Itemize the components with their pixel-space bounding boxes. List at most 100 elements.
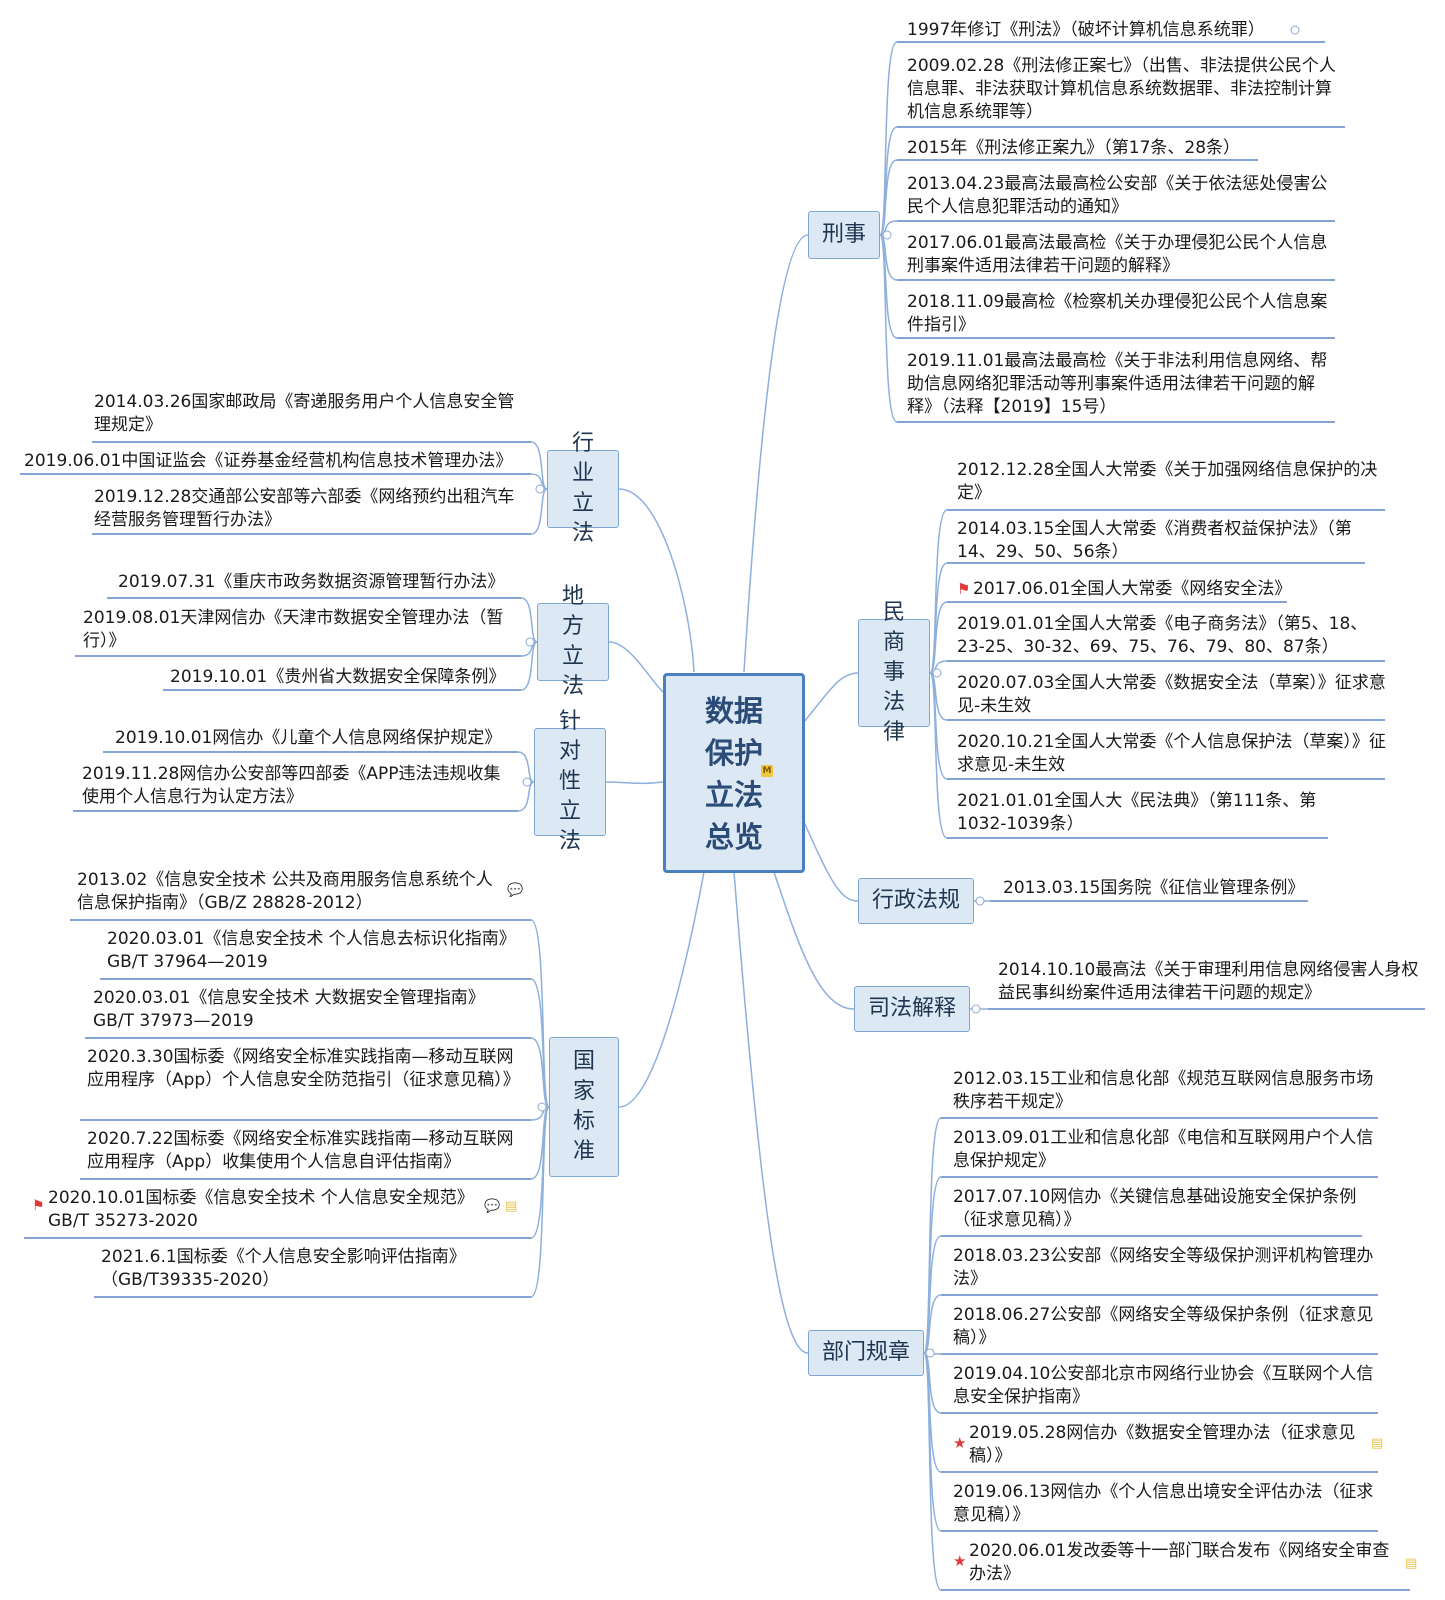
leaf-topic[interactable]: 2019.01.01全国人大常委《电子商务法》（第5、18、23-25、30-3… [957,613,1387,659]
flag-icon: ⚑ [32,1198,45,1214]
leaf-topic[interactable]: ★ 2020.06.01发改委等十一部门联合发布《网络安全审查办法》 ▤ [953,1540,1417,1586]
leaf-topic[interactable]: 2014.10.10最高法《关于审理利用信息网络侵害人身权益民事纠纷案件适用法律… [998,959,1433,1005]
leaf-topic[interactable]: 2019.07.31《重庆市政务数据资源管理暂行办法》 [118,571,504,594]
branch-zhendui[interactable]: 针对性立法 [534,709,606,854]
leaf-topic[interactable]: ⚑ 2017.06.01全国人大常委《网络安全法》 [957,578,1291,601]
leaf-topic[interactable]: 2020.07.03全国人大常委《数据安全法（草案）》征求意见-未生效 [957,672,1387,718]
leaf-topic[interactable]: 2014.03.26国家邮政局《寄递服务用户个人信息安全管理规定》 [94,391,519,437]
leaf-topic[interactable]: 2019.08.01天津网信办《天津市数据安全管理办法（暂行）》 [83,607,508,653]
leaf-topic[interactable]: 2015年《刑法修正案九》（第17条、28条） [907,137,1240,160]
leaf-topic[interactable]: 2021.01.01全国人大《民法典》（第111条、第1032-1039条） [957,790,1347,836]
connector-minshang [803,672,859,723]
leaf-topic[interactable]: 2020.7.22国标委《网络安全标准实践指南—移动互联网应用程序（App）收集… [87,1128,517,1174]
collapse-toggle[interactable] [537,1102,547,1112]
connector-leaf [520,641,538,691]
connector-leaf [879,234,898,423]
leaf-text: 2021.6.1国标委《个人信息安全影响评估指南》（GB/T39335-2020… [101,1247,466,1290]
leaf-topic[interactable]: 2019.10.01《贵州省大数据安全保障条例》 [170,666,505,689]
leaf-topic[interactable]: 2012.03.15工业和信息化部《规范互联网信息服务市场秩序若干规定》 [953,1068,1383,1114]
collapse-toggle[interactable] [882,230,892,240]
leaf-topic[interactable]: 2017.06.01最高法最高检《关于办理侵犯公民个人信息刑事案件适用法律若干问… [907,232,1332,278]
leaf-topic[interactable]: 2018.06.27公安部《网络安全等级保护条例（征求意见稿）》 [953,1304,1383,1350]
leaf-topic[interactable]: 2020.03.01《信息安全技术 个人信息去标识化指南》GB/T 37964—… [107,928,527,974]
note-icon: ▤ [505,1199,518,1214]
connector-leaf [879,220,898,236]
branch-label: 司法解释 [867,996,956,1021]
leaf-text: 2019.01.01全国人大常委《电子商务法》（第5、18、23-25、30-3… [957,614,1368,657]
leaf-topic[interactable]: 2020.3.30国标委《网络安全标准实践指南—移动互联网应用程序（App）个人… [87,1046,520,1092]
leaf-topic[interactable]: ⚑ 2020.10.01国标委《信息安全技术 个人信息安全规范》GB/T 352… [32,1187,517,1233]
leaf-text: 2019.05.28网信办《数据安全管理办法（征求意见稿）》 [969,1423,1356,1466]
leaf-topic[interactable]: ★ 2019.05.28网信办《数据安全管理办法（征求意见稿）》 ▤ [953,1422,1383,1468]
collapse-toggle[interactable] [971,1004,981,1014]
branch-hangye[interactable]: 行业立法 [547,431,619,546]
leaf-text: 2013.04.23最高法最高检公安部《关于依法惩处侵害公民个人信息犯罪活动的通… [907,174,1328,217]
leaf-text: 2019.08.01天津网信办《天津市数据安全管理办法（暂行）》 [83,608,504,651]
leaf-topic[interactable]: 2019.11.28网信办公安部等四部委《APP违法违规收集使用个人信息行为认定… [82,763,512,809]
leaf-topic[interactable]: 2018.03.23公安部《网络安全等级保护测评机构管理办法》 [953,1245,1383,1291]
branch-minshang[interactable]: 民商事法律 [858,600,930,745]
leaf-text: 2019.07.31《重庆市政务数据资源管理暂行办法》 [118,572,505,592]
branch-xingshi[interactable]: 刑事 [808,211,880,259]
leaf-text: 2019.10.01《贵州省大数据安全保障条例》 [170,667,506,687]
connector-leaf [923,1352,942,1591]
leaf-topic[interactable]: 2013.03.15国务院《征信业管理条例》 [1003,877,1304,900]
branch-bumen[interactable]: 部门规章 [808,1330,924,1376]
leaf-topic[interactable]: 1997年修订《刑法》（破坏计算机信息系统罪） [907,19,1265,42]
leaf-topic[interactable]: 2019.10.01网信办《儿童个人信息网络保护规定》 [115,727,501,750]
branch-label: 行政法规 [871,888,960,913]
leaf-topic[interactable]: 2019.04.10公安部北京市网络行业协会《互联网个人信息安全保护指南》 [953,1363,1383,1409]
collapse-toggle[interactable] [1290,25,1300,35]
leaf-text: 2012.03.15工业和信息化部《规范互联网信息服务市场秩序若干规定》 [953,1069,1374,1112]
leaf-text: 2020.06.01发改委等十一部门联合发布《网络安全审查办法》 [969,1541,1390,1584]
branch-difang[interactable]: 地方立法 [537,584,609,699]
leaf-topic[interactable]: 2013.09.01工业和信息化部《电信和互联网用户个人信息保护规定》 [953,1127,1383,1173]
leaf-topic[interactable]: 2013.04.23最高法最高检公安部《关于依法惩处侵害公民个人信息犯罪活动的通… [907,173,1332,219]
collapse-toggle[interactable] [932,668,942,678]
leaf-topic[interactable]: 2018.11.09最高检《检察机关办理侵犯公民个人信息案件指引》 [907,291,1332,337]
connector-leaf [929,601,948,674]
collapse-toggle[interactable] [522,777,532,787]
collapse-toggle[interactable] [535,484,545,494]
leaf-topic[interactable]: 2012.12.28全国人大常委《关于加强网络信息保护的决定》 [957,459,1387,505]
leaf-topic[interactable]: 2014.03.15全国人大常委《消费者权益保护法》（第14、29、50、56条… [957,518,1372,564]
leaf-text: 2019.11.28网信办公安部等四部委《APP违法违规收集使用个人信息行为认定… [82,764,501,807]
connector-leaf [517,751,535,783]
branch-guojia[interactable]: 国家标准 [549,1037,619,1177]
leaf-topic[interactable]: 2009.02.28《刑法修正案七》（出售、非法提供公民个人信息罪、非法获取计算… [907,55,1347,124]
leaf-text: 2020.03.01《信息安全技术 个人信息去标识化指南》GB/T 37964—… [107,929,516,972]
central-topic-line: 数据 [704,694,763,728]
branch-label: 国家标准 [572,1049,595,1164]
connector-hangye [618,488,695,673]
branch-xingzheng[interactable]: 行政法规 [858,878,974,924]
collapse-toggle[interactable] [925,1348,935,1358]
connector-leaf [879,41,898,236]
connector-leaf [530,1106,550,1298]
note-icon: ▤ [1371,1436,1384,1451]
leaf-text: 2018.11.09最高检《检察机关办理侵犯公民个人信息案件指引》 [907,292,1328,335]
leaf-topic[interactable]: 2021.6.1国标委《个人信息安全影响评估指南》（GB/T39335-2020… [101,1246,521,1292]
connector-guojia [618,871,705,1108]
leaf-topic[interactable]: 2019.11.01最高法最高检《关于非法利用信息网络、帮助信息网络犯罪活动等刑… [907,350,1332,419]
collapse-toggle[interactable] [525,637,535,647]
leaf-topic[interactable]: 2019.06.13网信办《个人信息出境安全评估办法（征求意见稿）》 [953,1481,1383,1527]
central-topic[interactable]: 数据 保护 立法 总览 [663,673,805,873]
collapse-toggle[interactable] [975,896,985,906]
leaf-text: 2019.10.01网信办《儿童个人信息网络保护规定》 [115,728,502,748]
leaf-topic[interactable]: 2019.06.01中国证监会《证券基金经营机构信息技术管理办法》 [24,450,512,473]
leaf-text: 2020.7.22国标委《网络安全标准实践指南—移动互联网应用程序（App）收集… [87,1129,514,1172]
leaf-text: 2014.03.15全国人大常委《消费者权益保护法》（第14、29、50、56条… [957,519,1352,562]
branch-label: 部门规章 [821,1340,910,1365]
leaf-topic[interactable]: 2017.07.10网信办《关键信息基础设施安全保护条例（征求意见稿）》 [953,1186,1373,1232]
branch-label: 行业立法 [571,431,594,546]
leaf-topic[interactable]: 2013.02《信息安全技术 公共及商用服务信息系统个人信息保护指南》（GB/Z… [77,869,523,915]
connector-zhendui [605,781,664,785]
connector-leaf [530,1037,550,1108]
star-icon: ★ [953,1552,967,1570]
leaf-topic[interactable]: 2019.12.28交通部公安部等六部委《网络预约出租汽车经营服务管理暂行办法》 [94,486,519,532]
central-topic-line: 总览 [704,820,763,854]
connector-leaf [530,978,550,1108]
branch-sifa[interactable]: 司法解释 [854,986,970,1032]
leaf-topic[interactable]: 2020.10.21全国人大常委《个人信息保护法（草案）》征求意见-未生效 [957,731,1387,777]
leaf-topic[interactable]: 2020.03.01《信息安全技术 大数据安全管理指南》GB/T 37973—2… [93,987,517,1033]
